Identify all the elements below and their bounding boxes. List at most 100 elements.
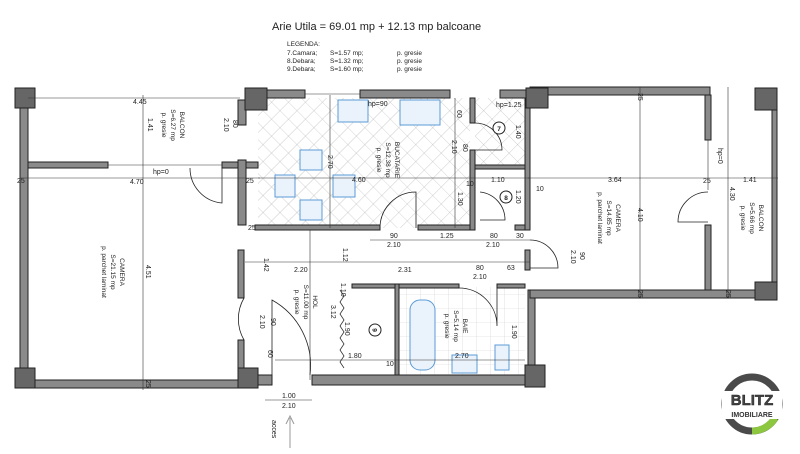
dim-label: 2.31 <box>398 267 412 274</box>
room-floor: p. parchet laminat <box>100 246 107 298</box>
dim-label: 2.70 <box>455 353 469 360</box>
dim-label: 10 <box>386 361 394 368</box>
legend-floor: p. gresie <box>397 66 422 73</box>
room-area: S=14.85 mp <box>605 200 612 236</box>
dimension-lines <box>20 87 778 401</box>
dim-label: hp=90 <box>368 101 388 108</box>
dim-label: 10 <box>536 186 544 193</box>
room-name: HOL <box>311 295 318 309</box>
marker-8: 8 <box>499 190 513 204</box>
dim-label: 25 <box>246 178 254 185</box>
legend-floor: p. gresie <box>397 58 422 65</box>
kitchen-fixtures <box>274 99 510 374</box>
dim-label: hp=0 <box>716 148 723 164</box>
dim-label: 4.45 <box>133 99 147 106</box>
dim-label: 1.90 <box>343 322 350 336</box>
dim-label: hp=0 <box>153 169 169 176</box>
room-floor: p. parchet laminat <box>596 192 603 244</box>
dim-label: 2.10 <box>222 118 229 132</box>
legend-floor: p. gresie <box>397 50 422 57</box>
dim-label: 1.10 <box>339 283 346 297</box>
dim-label: 25 <box>144 380 151 388</box>
marker-7: 7 <box>492 121 506 135</box>
room-area: S=12.38 mp <box>384 142 391 178</box>
dim-label: 4.51 <box>144 265 151 279</box>
dim-label: 80 <box>490 233 498 240</box>
room-label-camera-right: CAMERA S=14.85 mp p. parchet laminat <box>596 192 621 244</box>
dim-label: 2.10 <box>473 274 487 281</box>
doors <box>189 122 709 378</box>
chair-icon <box>332 174 356 198</box>
usable-area-title: Arie Utila = 69.01 mp + 12.13 mp balcoan… <box>272 21 481 33</box>
room-name: CAMERA <box>614 204 621 232</box>
washbasin-icon <box>451 354 478 374</box>
dim-label: 30 <box>516 233 524 240</box>
dim-label: 2.20 <box>294 267 308 274</box>
room-area: S=21.15 mp <box>109 254 116 290</box>
legend-area: S=1.57 mp; <box>330 50 364 57</box>
dim-label: 25 <box>17 178 25 185</box>
bathtub-icon <box>409 299 436 371</box>
toilet-icon <box>494 344 510 371</box>
dim-label: 1.90 <box>510 325 517 339</box>
dim-label: 60 <box>455 110 462 118</box>
dim-label: 2.10 <box>486 242 500 249</box>
dim-label: 2.10 <box>258 315 265 329</box>
dim-label: 80 <box>231 120 238 128</box>
access-arrow-icon <box>285 414 295 448</box>
room-label-balcon-left: BALCON S=6.27 mp p. gresie <box>160 109 185 141</box>
dim-label: 25 <box>636 290 643 298</box>
legend-name: 8.Debara; <box>287 58 316 65</box>
room-area: S=11.00 mp <box>302 285 309 320</box>
room-label-balcon-right: BALCON S=5.66 mp p. gresie <box>739 202 764 234</box>
stove-icon <box>337 99 369 123</box>
dim-label: 1.00 <box>282 393 296 400</box>
dim-label: 10 <box>466 181 474 188</box>
dim-label: 4.60 <box>352 177 366 184</box>
legend-area: S=1.32 mp; <box>330 58 364 65</box>
room-name: BUCATARIE <box>393 142 400 179</box>
dim-label: 2.10 <box>450 140 457 154</box>
legend-name: 9.Debara; <box>287 66 316 73</box>
dim-label: 90 <box>578 252 585 260</box>
dim-label: 2.10 <box>282 403 296 410</box>
dim-label: 4.30 <box>728 187 735 201</box>
room-label-hol: HOL S=11.00 mp p. gresie <box>293 285 318 320</box>
room-area: S=5.66 mp <box>748 202 755 234</box>
dim-label: 1.40 <box>514 125 521 139</box>
room-floor: p. gresie <box>375 148 382 173</box>
room-name: CAMERA <box>118 258 125 286</box>
dim-label: 3.64 <box>608 177 622 184</box>
legend: 7.Camara; S=1.57 mp; p. gresie 8.Debara;… <box>287 50 422 73</box>
dim-label: 4.10 <box>636 208 643 222</box>
access-label: acces <box>270 420 277 439</box>
dim-label: 1.30 <box>456 192 463 206</box>
dim-label: 60 <box>266 350 273 358</box>
dim-label: 3.12 <box>329 305 336 319</box>
dim-label: 1.41 <box>146 118 153 132</box>
room-floor: p. gresie <box>443 314 450 339</box>
dim-label: 1.42 <box>262 258 269 272</box>
room-label-bucatarie: BUCATARIE S=12.38 mp p. gresie <box>375 142 400 179</box>
dim-label: 1.20 <box>514 190 521 204</box>
legend-area: S=1.60 mp; <box>330 66 364 73</box>
room-area: S=6.27 mp <box>169 109 176 141</box>
room-name: BALCON <box>178 112 185 139</box>
dim-label: 1.10 <box>491 177 505 184</box>
dim-label: 4.70 <box>130 179 144 186</box>
marker-text: 8 <box>504 195 508 202</box>
dim-label: 1.41 <box>743 177 757 184</box>
dim-label: 1.25 <box>440 233 454 240</box>
dim-label: 25 <box>724 290 731 298</box>
dimension-labels: 4.45 1.41 80 2.10 hp=0 4.70 25 25 4.51 2… <box>17 93 757 410</box>
marker-9: 9 <box>368 323 382 337</box>
dim-label: 90 <box>390 233 398 240</box>
logo-text: BLITZ <box>731 392 774 409</box>
dim-label: 1.12 <box>341 248 348 262</box>
blitz-logo: BLITZ IMOBILIARE <box>721 373 783 435</box>
walls <box>14 86 778 389</box>
dim-label: 80 <box>476 265 484 272</box>
logo-subtext: IMOBILIARE <box>731 412 773 419</box>
dim-label: hp=1.25 <box>496 102 522 109</box>
